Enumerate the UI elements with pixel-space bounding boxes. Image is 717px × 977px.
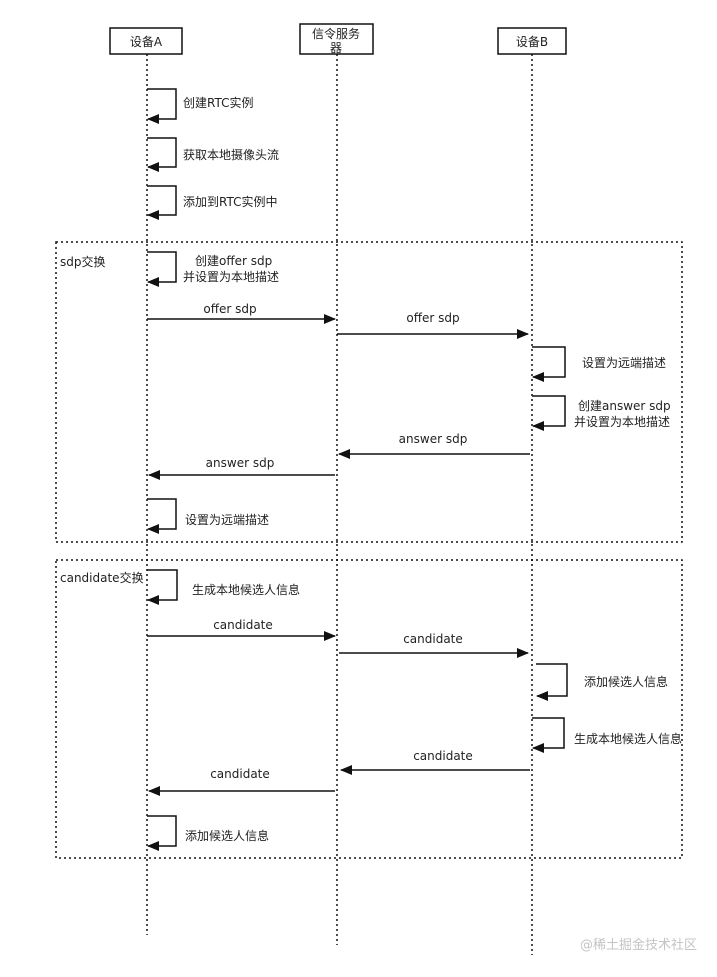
self-message-b-set-remote-label: 设置为远端描述 xyxy=(582,356,666,370)
self-message-add-to-rtc-label: 添加到RTC实例中 xyxy=(183,194,277,209)
self-message-a-gen-candidate-label: 生成本地候选人信息 xyxy=(192,582,300,597)
self-message-a-set-remote xyxy=(147,498,177,534)
message-answer-b-to-server-label: answer sdp xyxy=(399,432,468,446)
participant-device-a: 设备A xyxy=(109,27,183,55)
self-message-a-gen-candidate xyxy=(147,569,178,605)
self-message-b-gen-candidate xyxy=(532,717,565,753)
self-message-b-add-candidate-label: 添加候选人信息 xyxy=(584,674,668,689)
self-message-a-set-remote-label: 设置为远端描述 xyxy=(185,513,269,527)
participant-device-b-label: 设备B xyxy=(516,35,548,49)
message-candidate-a-to-server-label: candidate xyxy=(213,618,273,632)
self-message-create-rtc xyxy=(147,88,177,124)
frame-sdp-exchange-label: sdp交换 xyxy=(60,254,106,269)
self-message-b-create-answer-label-2: 并设置为本地描述 xyxy=(574,415,670,429)
self-message-b-create-answer-label-1: 创建answer sdp xyxy=(578,399,671,413)
frame-sdp-exchange xyxy=(55,241,683,543)
participant-device-a-label: 设备A xyxy=(130,35,163,49)
self-message-a-add-candidate xyxy=(147,815,177,851)
message-offer-a-to-server-label: offer sdp xyxy=(203,302,256,316)
message-offer-server-to-b-label: offer sdp xyxy=(406,311,459,325)
self-message-create-offer-label-2: 并设置为本地描述 xyxy=(183,270,279,284)
participant-signal-server-label-line2: 器 xyxy=(330,41,342,55)
self-message-b-add-candidate xyxy=(536,663,568,701)
self-message-b-set-remote xyxy=(532,346,566,382)
participant-signal-server-label-line1: 信令服务 xyxy=(312,26,360,41)
participant-device-b: 设备B xyxy=(497,27,567,55)
frame-candidate-exchange xyxy=(55,559,683,859)
watermark-text: @稀土掘金技术社区 xyxy=(580,937,697,953)
message-answer-server-to-a-label: answer sdp xyxy=(206,456,275,470)
message-candidate-b-to-server-label: candidate xyxy=(413,749,473,763)
self-message-get-stream-label: 获取本地摄像头流 xyxy=(183,147,279,162)
self-message-create-offer-label-1: 创建offer sdp xyxy=(195,254,272,268)
self-message-a-add-candidate-label: 添加候选人信息 xyxy=(185,828,269,843)
message-candidate-server-to-a-label: candidate xyxy=(210,767,270,781)
participant-signal-server: 信令服务 器 xyxy=(299,23,374,55)
self-message-get-stream xyxy=(147,137,177,172)
message-candidate-server-to-b-label: candidate xyxy=(403,632,463,646)
self-message-add-to-rtc xyxy=(147,185,177,220)
self-message-b-gen-candidate-label: 生成本地候选人信息 xyxy=(574,731,682,746)
frame-candidate-exchange-label: candidate交换 xyxy=(60,570,144,585)
self-message-create-rtc-label: 创建RTC实例 xyxy=(183,95,253,110)
self-message-create-offer xyxy=(147,251,177,287)
self-message-b-create-answer xyxy=(532,395,566,431)
